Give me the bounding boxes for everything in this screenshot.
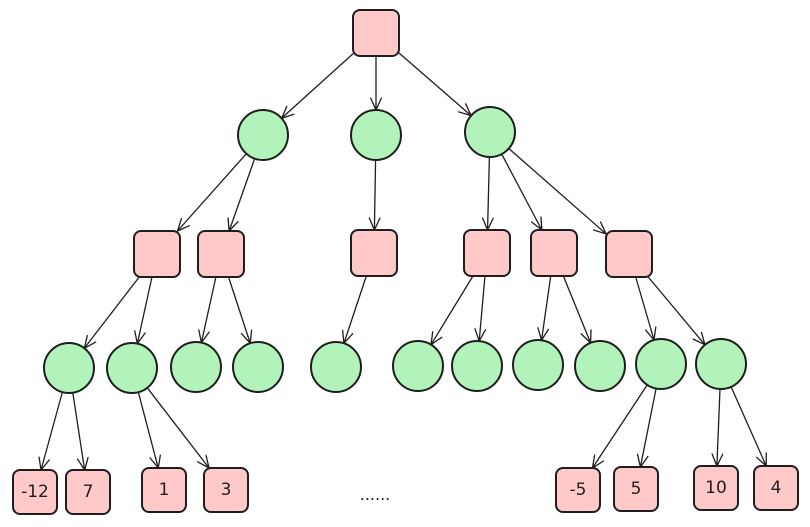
min-node — [170, 341, 222, 393]
min-node — [695, 338, 747, 390]
tree-edge — [430, 275, 474, 347]
max-node — [530, 229, 578, 277]
max-node — [352, 9, 400, 57]
min-node — [635, 338, 687, 390]
tree-edge — [176, 153, 248, 233]
min-node — [392, 340, 444, 392]
tree-edge — [83, 276, 140, 350]
leaf-value: 1 — [159, 480, 170, 500]
tree-edge — [134, 276, 153, 346]
min-node — [237, 109, 289, 161]
tree-edge — [562, 275, 592, 345]
tree-edge — [474, 275, 487, 343]
tree-edge — [501, 153, 543, 232]
tree-edge — [368, 159, 381, 232]
tree-edge — [636, 387, 657, 469]
leaf-node: 5 — [613, 466, 659, 512]
tree-edge — [508, 147, 608, 235]
leaf-value: 7 — [83, 482, 94, 502]
tree-edge — [481, 156, 494, 232]
tree-edges — [38, 52, 767, 472]
max-node — [133, 230, 181, 278]
tree-edge — [72, 392, 89, 472]
tree-edge — [711, 388, 724, 468]
leaf-node: 4 — [753, 465, 799, 511]
min-node — [350, 109, 402, 161]
tree-edge — [647, 276, 706, 347]
tree-edge — [341, 275, 367, 345]
leaf-value: 10 — [705, 478, 727, 498]
leaf-node: 3 — [203, 467, 249, 513]
min-node — [106, 342, 158, 394]
tree-nodes — [43, 9, 747, 394]
tree-edge — [730, 386, 767, 468]
tree-leaves: -12 7 1 3 -5 5 10 4 — [12, 465, 799, 515]
tree-edge — [146, 387, 211, 470]
tree-edge — [137, 391, 161, 470]
max-node — [350, 229, 398, 277]
min-node — [232, 341, 284, 393]
tree-edge — [370, 55, 382, 112]
tree-edge — [398, 52, 473, 117]
min-node — [43, 342, 95, 394]
min-node — [464, 106, 516, 158]
min-node — [574, 340, 626, 392]
tree-edge — [537, 275, 552, 342]
leaf-value: -5 — [570, 480, 587, 500]
ellipsis-text: ...... — [360, 485, 391, 504]
max-node — [605, 230, 653, 278]
leaf-value: 3 — [221, 480, 232, 500]
tree-edge — [591, 384, 648, 470]
tree-edge — [635, 276, 657, 342]
min-node — [310, 341, 362, 393]
leaf-node: -5 — [555, 467, 601, 513]
leaf-value: 4 — [771, 478, 782, 498]
tree-edge — [38, 391, 64, 472]
tree-edge — [198, 276, 217, 345]
min-node — [451, 340, 503, 392]
leaf-node: 7 — [65, 469, 111, 515]
max-node — [463, 229, 511, 277]
leaf-value: 5 — [631, 479, 642, 499]
max-node — [197, 230, 245, 278]
leaf-value: -12 — [21, 482, 49, 502]
leaf-node: 10 — [693, 465, 739, 511]
min-node — [512, 339, 564, 391]
leaf-node: -12 — [12, 469, 58, 515]
leaf-node: 1 — [141, 467, 187, 513]
tree-edge — [227, 276, 253, 345]
tree-edge — [280, 53, 354, 120]
